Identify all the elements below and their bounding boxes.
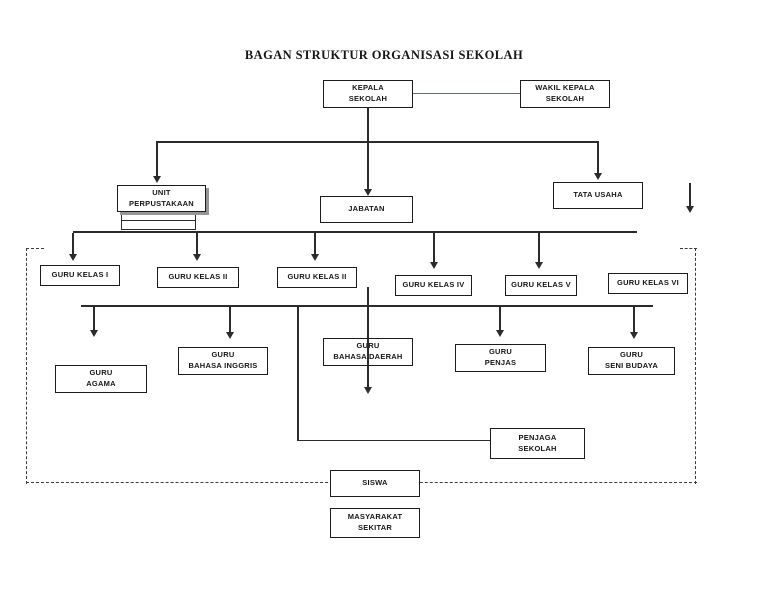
arrow-lone-right <box>686 206 694 213</box>
node-guru-kelas-1: GURU KELAS I <box>40 265 120 286</box>
node-tata-usaha: TATA USAHA <box>553 182 643 209</box>
dashed-border-left <box>26 248 27 484</box>
connector-penjaga-vertical <box>297 307 299 441</box>
connector-to-tata <box>597 141 599 173</box>
arrow-into-agama <box>90 330 98 337</box>
node-guru-kelas-4: GURU KELAS IV <box>395 275 472 296</box>
node-siswa: SISWA <box>330 470 420 497</box>
chart-title: BAGAN STRUKTUR ORGANISASI SEKOLAH <box>244 48 524 62</box>
node-guru-kelas-3: GURU KELAS II <box>277 267 357 288</box>
arrow-into-unit-perpustakaan <box>153 176 161 183</box>
connector-to-kelas1 <box>72 233 74 254</box>
connector-to-kelas3 <box>314 233 316 254</box>
connector-to-seni <box>633 307 635 332</box>
node-jabatan: JABATAN <box>320 196 413 223</box>
connector-to-agama <box>93 307 95 330</box>
arrow-into-kelas5 <box>535 262 543 269</box>
arrow-into-kelas4 <box>430 262 438 269</box>
node-guru-kelas-5: GURU KELAS V <box>505 275 577 296</box>
connector-through-bahasa-daerah <box>367 287 369 388</box>
dashed-border-right <box>695 248 696 484</box>
arrow-into-inggris <box>226 332 234 339</box>
arrow-into-jabatan <box>364 189 372 196</box>
connector-to-penjas <box>499 307 501 330</box>
connector-to-unit <box>156 141 158 176</box>
dashed-stub-top-left <box>26 248 44 249</box>
connector-level3 <box>73 231 637 233</box>
connector-to-kelas4 <box>433 233 435 262</box>
connector-to-inggris <box>229 307 231 332</box>
node-guru-kelas-2: GURU KELAS II <box>157 267 239 288</box>
connector-kepala-wakil <box>413 93 520 95</box>
connector-level2 <box>156 141 598 143</box>
arrow-into-tata-usaha <box>594 173 602 180</box>
connector-lone-right <box>689 183 691 206</box>
arrow-into-seni <box>630 332 638 339</box>
arrow-into-kelas3 <box>311 254 319 261</box>
arrow-into-penjas <box>496 330 504 337</box>
connector-to-kelas2 <box>196 233 198 254</box>
node-guru-kelas-6: GURU KELAS VI <box>608 273 688 294</box>
connector-to-kelas5 <box>538 233 540 262</box>
connector-kepala-down <box>367 108 369 190</box>
arrow-into-kelas2 <box>193 254 201 261</box>
arrow-into-kelas1 <box>69 254 77 261</box>
connector-penjaga-horizontal <box>297 439 490 442</box>
dashed-stub-top-right <box>680 248 697 249</box>
unit-perpustakaan-tray-2 <box>121 220 196 230</box>
arrow-below-bahasa-daerah <box>364 387 372 394</box>
